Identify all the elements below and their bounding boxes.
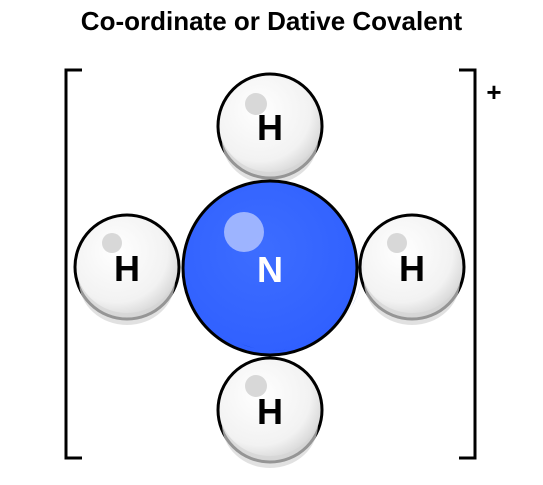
- nitrogen-atom: N: [181, 179, 364, 357]
- left-bracket: [64, 68, 82, 460]
- hydrogen-atom-right: H: [358, 213, 466, 325]
- diagram-title: Co-ordinate or Dative Covalent: [80, 6, 463, 36]
- hydrogen-label: H: [257, 107, 283, 148]
- hydrogen-atom-left: H: [73, 213, 181, 325]
- hydrogen-label: H: [399, 248, 425, 289]
- right-bracket: [459, 68, 477, 460]
- nitrogen-label: N: [257, 249, 283, 290]
- hydrogen-atom-bottom: H: [216, 356, 324, 468]
- hydrogen-label: H: [114, 248, 140, 289]
- hydrogen-label: H: [257, 391, 283, 432]
- charge-label: +: [486, 77, 501, 107]
- hydrogen-atom-top: H: [216, 72, 324, 184]
